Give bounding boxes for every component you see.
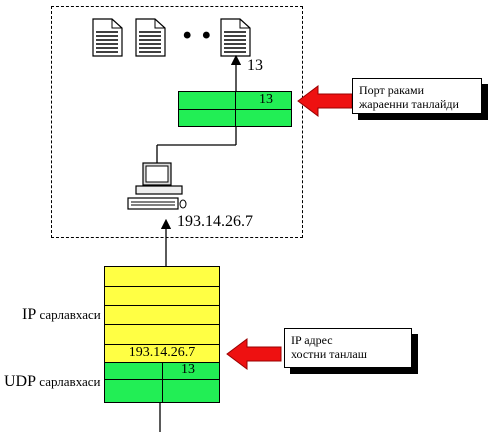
ip-header-label-suffix: сарлавхаси: [39, 307, 101, 322]
red-arrow-icon: [297, 85, 353, 117]
port-callout-line2: жараенни танлайди: [359, 97, 459, 111]
port-table: 13: [178, 91, 292, 127]
document-icon: [92, 18, 123, 57]
selected-port-number: 13: [247, 57, 263, 74]
port-callout-line1: Порт раками: [359, 83, 425, 97]
port-table-cell: 13: [259, 92, 273, 107]
ip-callout-line2: хостни танлаш: [291, 347, 367, 361]
port-callout: Порт раками жараенни танлайди: [352, 78, 482, 114]
computer-icon: [127, 162, 187, 210]
host-boundary: [51, 6, 303, 238]
udp-header-label-prefix: UDP: [4, 373, 37, 390]
packet-udp-divider: [162, 380, 163, 402]
red-arrow-icon: [226, 338, 282, 370]
packet-row: [105, 325, 219, 345]
ip-callout: IP адрес хостни танлаш: [284, 328, 412, 368]
packet-ip-value: 193.14.26.7: [128, 345, 196, 360]
document-icon: [135, 18, 166, 57]
packet-udp-port: 13: [181, 362, 195, 377]
packet-stack: 193.14.26.7 13: [104, 266, 220, 403]
udp-header-label-suffix: сарлавхаси: [39, 374, 101, 389]
ip-header-label: IP сарлавхаси: [22, 306, 101, 324]
packet-udp-divider: [162, 363, 163, 380]
port-table-column-divider: [235, 92, 236, 126]
ip-callout-line1: IP адрес: [291, 333, 333, 347]
udp-header-label: UDP сарлавхаси: [4, 373, 101, 391]
packet-udp-row-2: [105, 380, 219, 402]
packet-row: [105, 267, 219, 287]
packet-ip-row: 193.14.26.7: [105, 345, 219, 363]
ip-header-label-prefix: IP: [22, 306, 37, 323]
packet-row: [105, 306, 219, 325]
host-ip-address: 193.14.26.7: [177, 213, 253, 230]
packet-row: [105, 287, 219, 306]
document-icon: [220, 18, 251, 57]
